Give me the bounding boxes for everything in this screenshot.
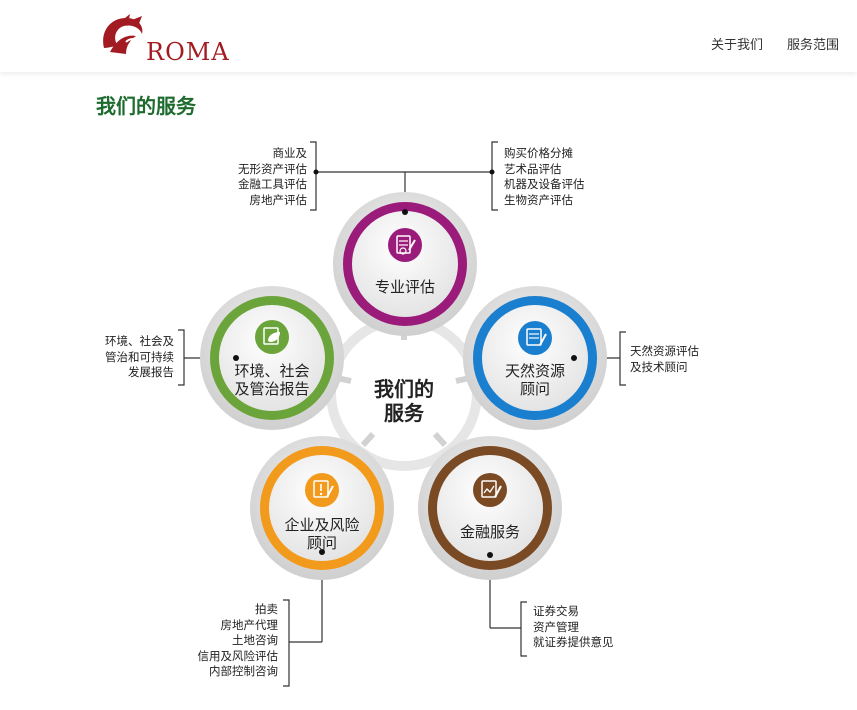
list-bottom-left: 拍卖 房地产代理 土地咨询 信用及风险评估 内部控制咨询 — [198, 602, 279, 680]
page-title: 我们的服务 — [96, 94, 196, 118]
risk-advisory-label: 企业及风险 顾问 — [284, 516, 360, 552]
list-right: 天然资源评估 及技术顾问 — [630, 344, 699, 375]
document-pen-icon — [518, 321, 552, 355]
center-hub — [326, 315, 482, 471]
node-risk-advisory[interactable] — [250, 436, 394, 580]
list-item: 拍卖 — [255, 602, 278, 616]
list-item: 信用及风险评估 — [197, 648, 279, 663]
esg-label: 环境、社会 及管治报告 — [234, 362, 310, 398]
list-item: 商业及 — [272, 146, 308, 160]
list-item: 金融工具评估 — [238, 177, 307, 191]
list-item: 及技术顾问 — [630, 359, 688, 374]
node-natural-resources[interactable] — [463, 286, 607, 430]
site-header: ROMA 关于我们 服务范围 — [0, 0, 857, 72]
list-bottom-right: 证券交易 资产管理 就证券提供意见 — [533, 604, 614, 651]
leaf-document-icon — [255, 320, 289, 354]
list-item: 土地咨询 — [232, 633, 278, 647]
roma-logo[interactable] — [96, 12, 236, 66]
list-item: 资产管理 — [533, 619, 579, 634]
chart-document-icon — [473, 473, 507, 507]
node-professional[interactable] — [333, 192, 477, 336]
list-top-left: 商业及 无形资产评估 金融工具评估 房地产评估 — [238, 146, 307, 208]
list-item: 天然资源评估 — [630, 344, 699, 358]
list-left: 环境、社会及 管治和可持续 发展报告 — [105, 334, 174, 381]
financial-label: 金融服务 — [459, 523, 520, 541]
center-label: 我们的 服务 — [374, 377, 434, 425]
list-item: 内部控制咨询 — [209, 664, 278, 678]
connector-dots — [233, 169, 577, 558]
list-item: 生物资产评估 — [504, 192, 573, 207]
list-item: 购买价格分摊 — [504, 146, 573, 160]
list-item: 房地产代理 — [220, 617, 279, 632]
list-item: 就证券提供意见 — [533, 635, 614, 649]
list-item: 艺术品评估 — [504, 161, 562, 176]
certificate-icon — [388, 228, 422, 262]
brand-name: ROMA — [146, 38, 230, 66]
list-item: 房地产评估 — [249, 192, 308, 207]
warning-document-icon — [305, 473, 339, 507]
professional-label: 专业评估 — [374, 278, 435, 296]
natural-resources-label: 天然资源 顾问 — [504, 362, 565, 398]
list-item: 发展报告 — [128, 365, 174, 379]
node-esg[interactable] — [200, 286, 344, 430]
node-financial[interactable] — [418, 436, 562, 580]
nav-services[interactable]: 服务范围 — [787, 38, 840, 53]
list-item: 证券交易 — [533, 604, 579, 618]
list-item: 机器及设备评估 — [504, 177, 585, 191]
list-item: 无形资产评估 — [238, 161, 307, 176]
list-item: 管治和可持续 — [105, 349, 174, 364]
nav-about[interactable]: 关于我们 — [711, 38, 764, 53]
list-item: 环境、社会及 — [105, 334, 174, 348]
list-top-right: 购买价格分摊 艺术品评估 机器及设备评估 生物资产评估 — [504, 146, 585, 208]
